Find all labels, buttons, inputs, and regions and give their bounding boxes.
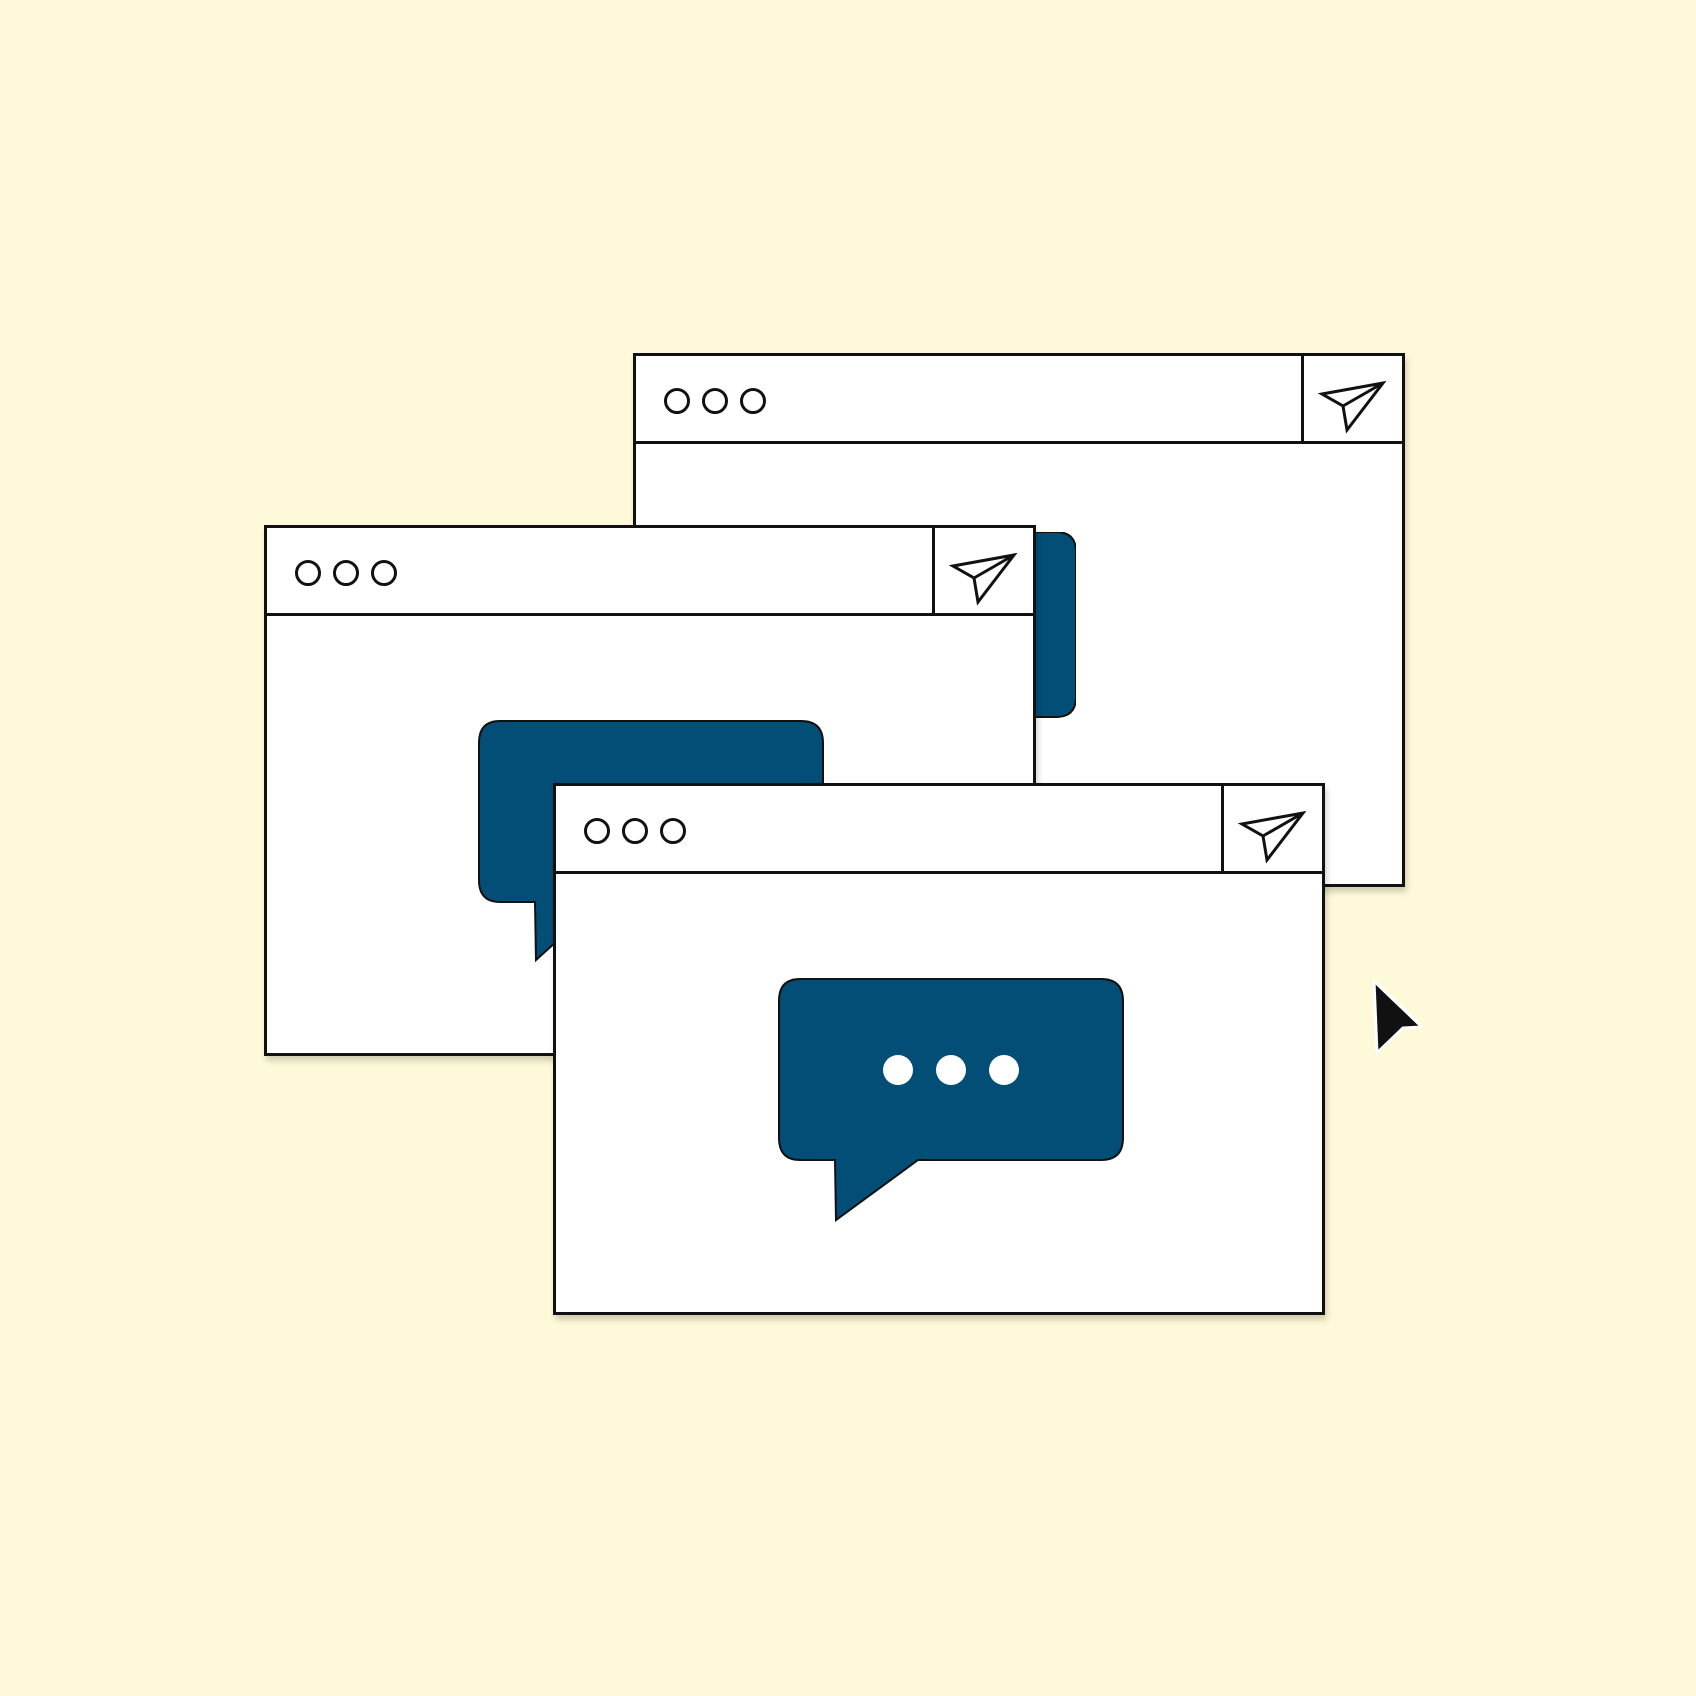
- paper-plane-icon: [1237, 810, 1307, 864]
- window-control-dot[interactable]: [371, 560, 397, 586]
- window-control-dot[interactable]: [295, 560, 321, 586]
- window-control-dot[interactable]: [333, 560, 359, 586]
- window-control-dot[interactable]: [740, 388, 766, 414]
- window-controls: [584, 818, 686, 844]
- front-chat-window: [553, 783, 1325, 1315]
- window-control-dot[interactable]: [702, 388, 728, 414]
- window-title-bar: [556, 786, 1322, 874]
- window-control-dot[interactable]: [584, 818, 610, 844]
- chat-area: [556, 874, 1322, 1312]
- send-button[interactable]: [1221, 786, 1322, 874]
- window-control-dot[interactable]: [660, 818, 686, 844]
- typing-dot: [989, 1055, 1019, 1085]
- send-button[interactable]: [932, 528, 1033, 616]
- paper-plane-icon: [1317, 380, 1387, 434]
- send-button[interactable]: [1301, 356, 1402, 444]
- window-controls: [664, 388, 766, 414]
- window-title-bar: [636, 356, 1402, 444]
- paper-plane-icon: [948, 552, 1018, 606]
- window-title-bar: [267, 528, 1033, 616]
- mouse-pointer-icon: [1372, 979, 1424, 1055]
- window-controls: [295, 560, 397, 586]
- window-control-dot[interactable]: [664, 388, 690, 414]
- typing-indicator-bubble: [778, 978, 1124, 1222]
- window-control-dot[interactable]: [622, 818, 648, 844]
- typing-dot: [883, 1055, 913, 1085]
- typing-dot: [936, 1055, 966, 1085]
